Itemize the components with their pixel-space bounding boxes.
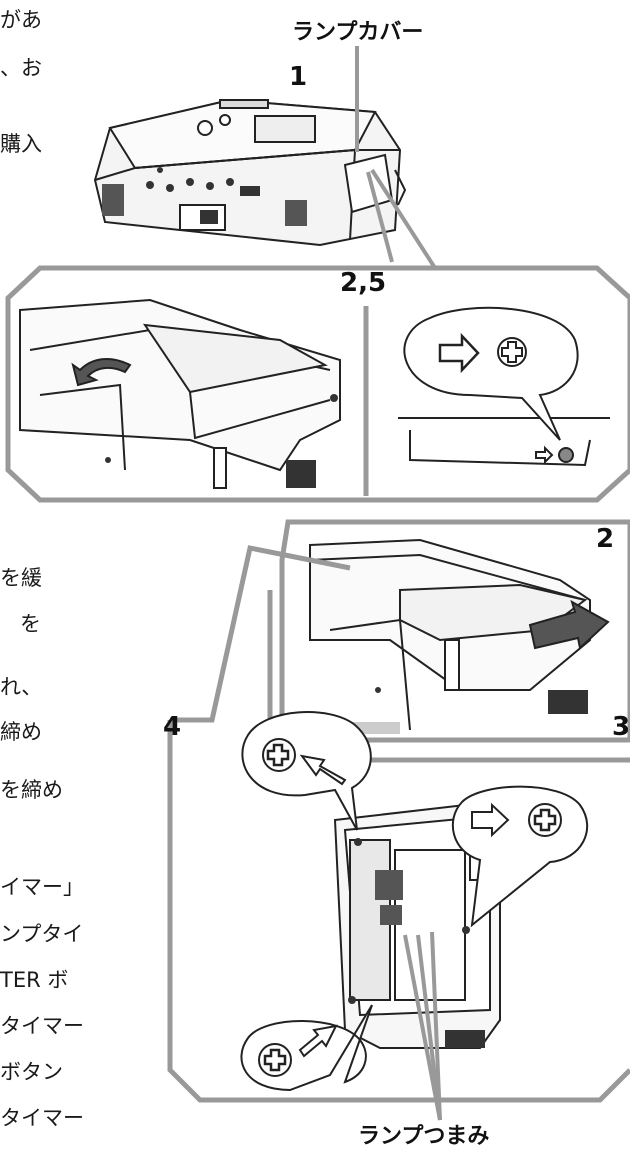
cover-removal-drawing — [309, 538, 610, 734]
step-number-2: 2 — [596, 524, 615, 554]
text-fragment: イマー」 — [0, 875, 84, 899]
step-number-3: 3 — [612, 712, 630, 742]
text-fragment: を締め — [0, 778, 63, 802]
callout-top-left — [241, 711, 372, 831]
text-fragment: TER ボ — [0, 968, 69, 992]
projector-drawing — [93, 98, 407, 247]
step-number-4: 4 — [163, 712, 182, 742]
text-fragment: 締め — [0, 720, 42, 744]
connector-lines — [366, 168, 437, 270]
text-fragment: 購入 — [0, 132, 42, 156]
step-number-1: 1 — [289, 62, 308, 92]
text-fragment: があ — [0, 8, 42, 32]
text-fragment: タイマー — [0, 1106, 84, 1130]
lamp-handle-label: ランプつまみ — [358, 1124, 490, 1149]
lamp-unit-drawing — [333, 803, 501, 1049]
text-fragment: れ、 — [0, 675, 43, 699]
text-fragment: タイマー — [0, 1014, 84, 1038]
text-fragment: ンプタイ — [0, 922, 84, 946]
text-fragment: 、お — [0, 56, 42, 80]
text-fragment: を緩 — [0, 566, 42, 590]
callout-right — [451, 785, 589, 928]
screw-icon — [497, 337, 527, 367]
text-fragment: を — [20, 612, 41, 636]
lamp-handle-leaders — [403, 931, 442, 1121]
text-fragment: ボタン — [0, 1060, 63, 1084]
arrow-icon — [438, 332, 480, 374]
screw-location-drawing — [398, 306, 610, 467]
callout-bottom-left — [240, 1004, 373, 1092]
step-number-2-5: 2,5 — [340, 268, 387, 298]
cover-closeup-drawing — [19, 298, 341, 489]
lamp-cover-label: ランプカバー — [292, 20, 424, 45]
panel-step-34 — [167, 717, 630, 1103]
